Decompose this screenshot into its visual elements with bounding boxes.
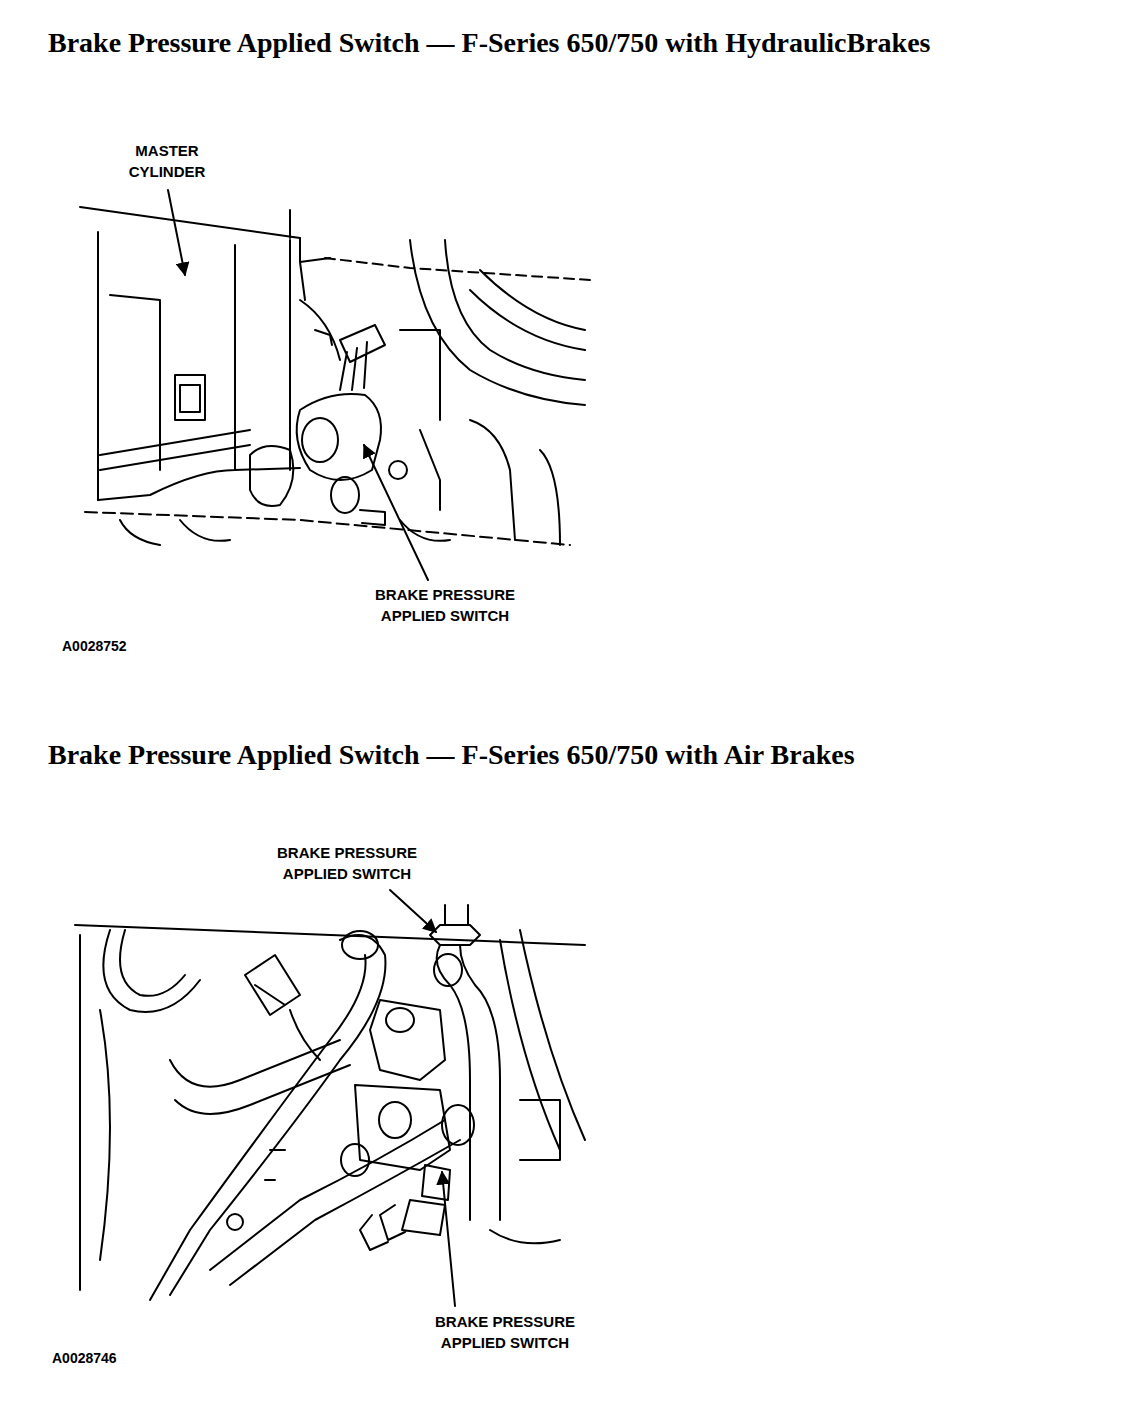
fitting: [360, 510, 385, 525]
outline: [75, 925, 585, 945]
part-label: BRAKE PRESSURE APPLIED SWITCH: [403, 1311, 607, 1353]
switch-stem: [445, 905, 468, 925]
fitting: [342, 931, 378, 959]
switch-hex: [430, 925, 480, 945]
master-cylinder-body: [98, 232, 290, 500]
outline: [100, 430, 250, 470]
figure-heading: Brake Pressure Applied Switch — F-Series…: [48, 738, 855, 772]
master-cylinder-flange: [110, 295, 205, 470]
valve-body: [370, 1000, 445, 1080]
valve-port: [386, 1008, 414, 1032]
switch-body: [302, 418, 338, 462]
leader-line: [364, 445, 428, 580]
air-figure: [75, 890, 585, 1306]
hose: [500, 930, 585, 1150]
part-label: BRAKE PRESSURE APPLIED SWITCH: [343, 584, 547, 626]
outline: [265, 1150, 285, 1180]
outline: [290, 210, 330, 300]
switch-connector: [340, 325, 385, 390]
switch-connector: [360, 1215, 388, 1250]
leader-line: [390, 890, 436, 932]
valve-port: [379, 1102, 411, 1138]
outline: [325, 258, 590, 280]
outline: [490, 1100, 560, 1243]
figure-code: A0028746: [52, 1350, 117, 1366]
hose: [103, 930, 200, 1012]
hose: [150, 935, 385, 1300]
fitting: [250, 446, 293, 506]
fitting: [331, 477, 359, 513]
fitting: [434, 954, 462, 986]
hose: [470, 270, 585, 350]
leader-line: [168, 190, 185, 275]
switch-body: [380, 1165, 450, 1240]
figure-heading: Brake Pressure Applied Switch — F-Series…: [48, 26, 931, 60]
bolt: [389, 461, 407, 479]
outline: [470, 420, 560, 545]
sensor: [245, 955, 320, 1060]
hose: [410, 240, 585, 405]
outline: [85, 512, 570, 545]
figure-code: A0028752: [62, 638, 127, 654]
part-label: BRAKE PRESSURE APPLIED SWITCH: [245, 842, 449, 884]
part-label: MASTER CYLINDER: [105, 140, 229, 182]
outline: [80, 207, 300, 238]
switch-body: [297, 394, 381, 480]
hose: [170, 1040, 350, 1114]
bolt: [227, 1214, 243, 1230]
leader-line: [442, 1172, 455, 1306]
hydraulic-figure: [80, 190, 590, 580]
outline: [80, 935, 110, 1290]
master-cylinder-body: [98, 468, 300, 500]
fitting: [442, 1105, 474, 1145]
outline: [400, 330, 440, 510]
brake-line: [300, 300, 340, 360]
hose: [210, 1120, 460, 1285]
